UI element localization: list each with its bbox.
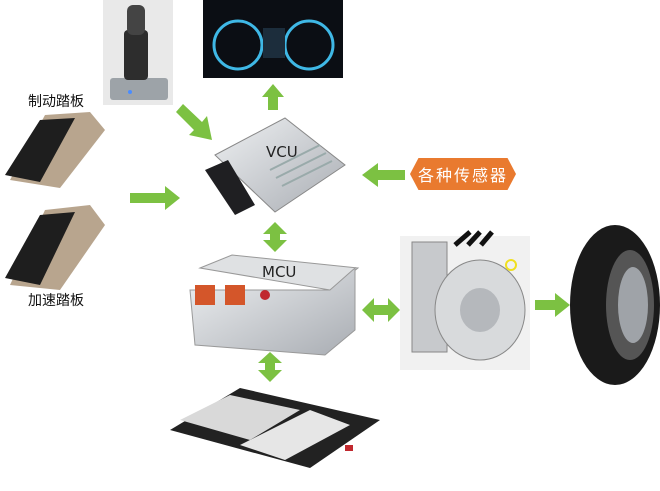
arrow-sensors-to-vcu: [362, 163, 405, 187]
sensors-badge: 各种传感器: [410, 158, 516, 190]
mcu-label: MCU: [262, 263, 297, 281]
arrow-mcu-battery: [258, 352, 282, 382]
vcu-image: [205, 117, 346, 215]
battery-pack-image: [170, 388, 380, 468]
tire-image: [570, 225, 660, 385]
accelerator-pedal-label: 加速踏板: [28, 293, 84, 309]
dashboard-image: [203, 0, 343, 78]
gear-shifter-image: [103, 0, 173, 105]
arrow-vcu-mcu: [263, 222, 287, 252]
arrow-pedals-to-vcu: [130, 186, 180, 210]
brake-pedal-label: 制动踏板: [28, 94, 84, 110]
arrow-mcu-motor: [362, 298, 400, 322]
brake-pedal-image: [5, 112, 105, 188]
mcu-image: [189, 254, 360, 356]
accelerator-pedal-image: [5, 205, 105, 290]
arrow-shifter-to-vcu: [176, 104, 212, 140]
vcu-label: VCU: [266, 143, 298, 161]
arrow-motor-to-tire: [535, 293, 570, 317]
flow-arrows: [130, 84, 570, 382]
arrow-vcu-to-dashboard: [262, 84, 284, 110]
motor-image: [400, 230, 530, 370]
